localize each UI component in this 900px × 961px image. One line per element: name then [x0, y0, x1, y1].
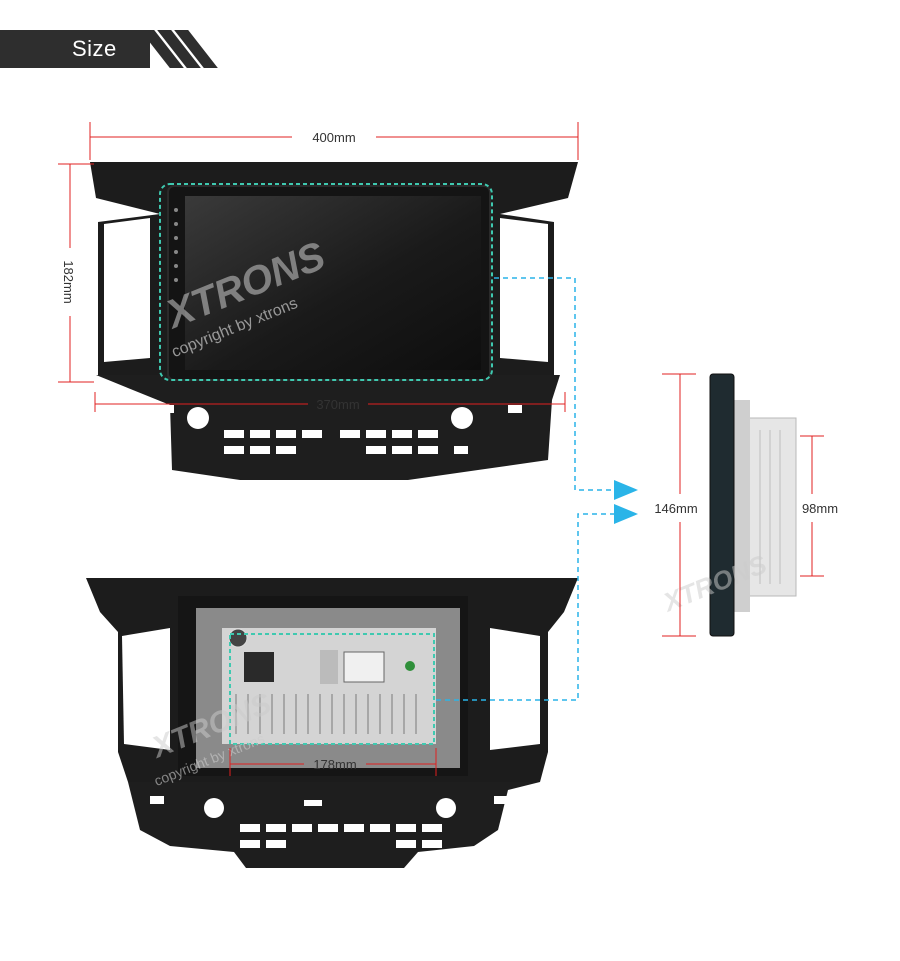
rear-left-cutout: [122, 628, 170, 750]
slot: [240, 824, 260, 832]
connector: [320, 650, 338, 684]
guide-lines: [436, 277, 616, 701]
antenna-port: [405, 661, 415, 671]
front-height-dimension: [58, 163, 94, 383]
front-lower-bracket: [96, 375, 560, 480]
dim-label-height-total: 182mm: [61, 260, 76, 303]
slot: [266, 840, 286, 848]
slot: [418, 446, 438, 454]
slot: [304, 800, 322, 806]
front-screen-glass: [185, 196, 481, 370]
front-view: XTRONS copyright by xtrons: [90, 162, 578, 480]
slot: [160, 405, 174, 413]
slot: [366, 446, 386, 454]
slot: [366, 430, 386, 438]
front-inner-width-dimension: [94, 392, 566, 412]
front-bracket-slots: [160, 405, 522, 454]
rear-width-dimension: [229, 748, 437, 776]
side-ribs: [759, 430, 781, 584]
slot: [340, 430, 360, 438]
guide-arrows: [614, 480, 638, 524]
mount-hole: [204, 798, 224, 818]
slot: [302, 430, 322, 438]
slot: [318, 824, 338, 832]
dim-label-side-depth: 98mm: [802, 501, 838, 516]
slot: [396, 824, 416, 832]
slot: [454, 446, 468, 454]
button-dot: [174, 208, 178, 212]
rear-right-cutout: [490, 628, 540, 750]
button-dot: [174, 222, 178, 226]
dim-label-width-inner: 370mm: [316, 397, 359, 412]
section-title: Size: [72, 36, 117, 61]
arrow-head: [614, 480, 638, 500]
fan: [228, 628, 248, 648]
slot: [250, 446, 270, 454]
button-dot: [174, 278, 178, 282]
slot: [392, 446, 412, 454]
mount-hole: [436, 798, 456, 818]
slot: [250, 430, 270, 438]
dim-label-side-height: 146mm: [654, 501, 697, 516]
slot: [396, 840, 416, 848]
slot: [224, 430, 244, 438]
slot: [224, 446, 244, 454]
rear-unit-outline: [229, 633, 435, 745]
slot: [422, 840, 442, 848]
slot: [508, 405, 522, 413]
slot: [344, 824, 364, 832]
slot: [266, 824, 286, 832]
dim-label-rear-width: 178mm: [313, 757, 356, 772]
slot: [494, 796, 508, 804]
guide-line-front: [494, 277, 616, 491]
slot: [150, 796, 164, 804]
front-width-dimension: [89, 122, 579, 160]
slot: [370, 824, 390, 832]
front-screen-outline: [159, 183, 493, 381]
rear-connectors: [228, 628, 415, 684]
side-buttons: [174, 208, 178, 282]
slot: [392, 430, 412, 438]
front-left-cutout: [104, 218, 150, 362]
side-depth-dimension: [800, 435, 824, 577]
connector: [244, 652, 274, 682]
header-bar: [0, 30, 150, 68]
slot: [292, 824, 312, 832]
button-dot: [174, 250, 178, 254]
slot: [418, 430, 438, 438]
section-header: Size: [0, 30, 218, 68]
slot: [276, 446, 296, 454]
mount-hole: [187, 407, 209, 429]
slot: [240, 840, 260, 848]
side-view: XTRONS: [657, 373, 797, 637]
guide-line-rear: [436, 513, 616, 701]
side-height-dimension: [662, 373, 696, 637]
slot: [422, 824, 442, 832]
rear-vent-lines: [235, 694, 417, 734]
rear-bracket-slots: [150, 796, 508, 848]
mount-hole: [451, 407, 473, 429]
button-dot: [174, 264, 178, 268]
arrow-head: [614, 504, 638, 524]
front-right-cutout: [500, 218, 548, 362]
side-screen: [709, 373, 735, 637]
rear-view: XTRONS copyright by xtrons: [86, 578, 578, 868]
button-dot: [174, 236, 178, 240]
side-chassis-step: [732, 400, 750, 612]
dim-label-width-total: 400mm: [312, 130, 355, 145]
slot: [276, 430, 296, 438]
rear-unit-panel: [222, 628, 436, 744]
connector: [343, 651, 385, 683]
